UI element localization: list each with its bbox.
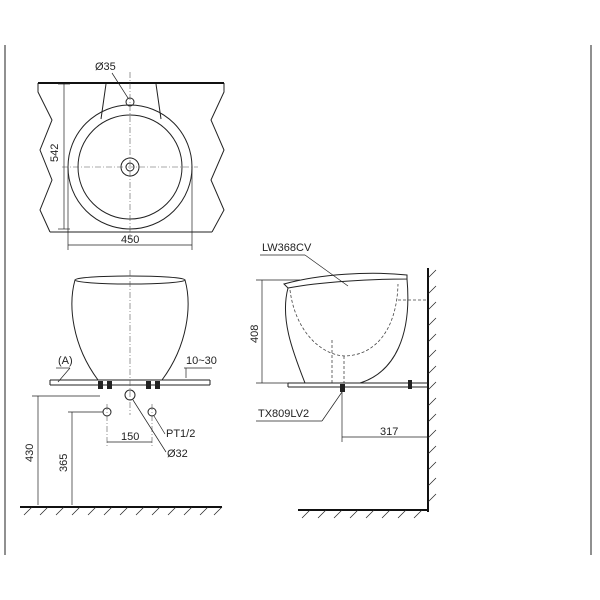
dim-width-label: 450: [121, 234, 139, 246]
label-a: (A): [58, 355, 73, 367]
side-basin-body: [285, 278, 409, 384]
top-view: Ø35 542 450: [37, 61, 225, 250]
front-view: (A) 10~30 150 PT1/2 Ø32 430 365: [20, 270, 223, 516]
front-bolts: [98, 381, 160, 389]
label-thread: PT1/2: [166, 428, 195, 440]
dim-gap-label: 10~30: [186, 355, 217, 367]
dim-waste-label: Ø32: [167, 448, 188, 460]
dim-depth-label: 542: [49, 144, 61, 162]
counter-break-right: [210, 83, 225, 233]
side-basin-inner-hidden: [289, 283, 399, 357]
side-basin-rim: [283, 272, 408, 289]
tap-hole-leader: [111, 72, 129, 99]
dim-spacing-label: 150: [121, 431, 139, 443]
tap-deck: [100, 83, 162, 120]
side-bolt-2: [340, 384, 345, 392]
side-dim-height-label: 408: [249, 325, 261, 343]
model-basin-leader: [304, 254, 349, 287]
dim-height-trap-label: 365: [58, 454, 70, 472]
side-floor-hatch: [301, 509, 423, 519]
counter-break-left: [37, 83, 53, 233]
side-dim-wall-label: 317: [380, 426, 398, 438]
side-view: 408 LW368CV TX809LV2 317: [249, 242, 437, 519]
front-floor-hatch: [23, 506, 223, 516]
wall-hatch: [427, 269, 437, 503]
waste-leader: [132, 399, 167, 453]
side-bolt: [408, 380, 412, 389]
thread-leader: [153, 415, 166, 435]
front-waste-outlet: [124, 389, 136, 401]
label-a-leader-2: [57, 367, 71, 383]
model-basin-label: LW368CV: [262, 242, 312, 254]
dim-height-total-label: 430: [24, 444, 36, 462]
dim-tap-hole-label: Ø35: [95, 61, 116, 73]
model-waste-label: TX809LV2: [258, 408, 309, 420]
model-waste-leader: [321, 391, 343, 422]
side-trap-hidden: [331, 299, 428, 383]
